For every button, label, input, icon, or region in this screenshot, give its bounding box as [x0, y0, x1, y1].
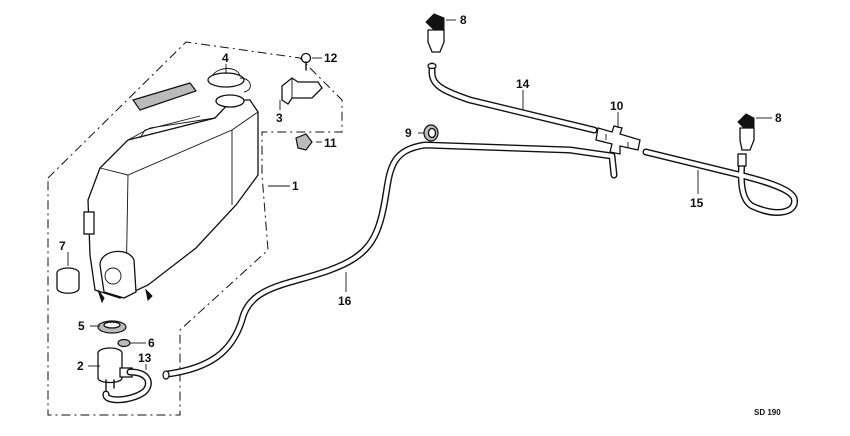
pump-filter — [117, 338, 131, 348]
tube-13 — [102, 368, 152, 404]
pump-seal — [97, 320, 127, 334]
label-14: 14 — [516, 77, 530, 91]
grommet-7 — [56, 267, 80, 294]
label-4: 4 — [222, 51, 229, 65]
label-9: 9 — [405, 126, 412, 140]
label-10: 10 — [610, 99, 624, 113]
label-13: 13 — [138, 351, 152, 365]
label-6: 6 — [148, 336, 155, 350]
t-joint — [595, 125, 641, 155]
reservoir-cap — [207, 68, 251, 93]
nozzle-right — [737, 113, 755, 151]
part-labels: 1 2 3 4 5 6 7 8 8 9 10 11 12 13 14 15 16… — [59, 13, 782, 417]
label-7: 7 — [59, 239, 66, 253]
label-1: 1 — [292, 179, 299, 193]
label-8-left: 8 — [460, 13, 467, 27]
reservoir-tank — [83, 82, 259, 304]
label-12: 12 — [324, 51, 338, 65]
clip-nut — [295, 133, 313, 151]
tube-16 — [162, 141, 618, 380]
assembly-boundary — [47, 41, 343, 416]
tube-15 — [642, 148, 798, 216]
label-15: 15 — [690, 196, 704, 210]
grommet-9 — [423, 124, 439, 142]
label-5: 5 — [78, 319, 85, 333]
tube-14 — [427, 62, 598, 134]
nozzle-left — [425, 13, 445, 53]
label-16: 16 — [338, 294, 352, 308]
label-11: 11 — [324, 136, 337, 150]
diagram-code: SD 190 — [754, 408, 781, 417]
mounting-bracket — [281, 77, 323, 105]
label-3: 3 — [276, 111, 283, 125]
label-2: 2 — [77, 359, 84, 373]
leader-lines — [67, 19, 772, 370]
washer-pump — [97, 347, 133, 391]
screw — [300, 52, 312, 71]
label-8-right: 8 — [775, 111, 782, 125]
